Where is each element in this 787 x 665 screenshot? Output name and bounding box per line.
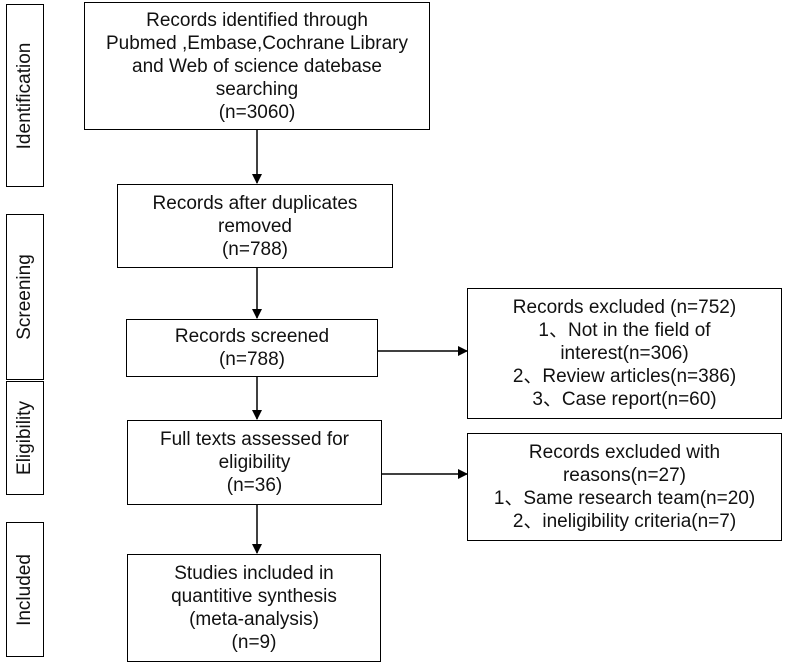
box-records-screened: Records screened (n=788) <box>126 319 378 377</box>
stage-screening: Screening <box>6 214 44 380</box>
box-records-identified: Records identified through Pubmed ,Embas… <box>84 2 430 130</box>
stage-eligibility: Eligibility <box>6 381 44 495</box>
box-studies-included: Studies included in quantitive synthesis… <box>127 554 381 662</box>
box-duplicates-removed: Records after duplicates removed (n=788) <box>117 184 393 268</box>
box-full-texts-assessed: Full texts assessed for eligibility (n=3… <box>127 420 382 505</box>
stage-included: Included <box>6 522 44 657</box>
box-excluded-with-reasons: Records excluded with reasons(n=27) 1、Sa… <box>467 433 782 541</box>
box-records-excluded: Records excluded (n=752) 1、Not in the fi… <box>467 288 782 419</box>
stage-identification: Identification <box>6 4 44 187</box>
